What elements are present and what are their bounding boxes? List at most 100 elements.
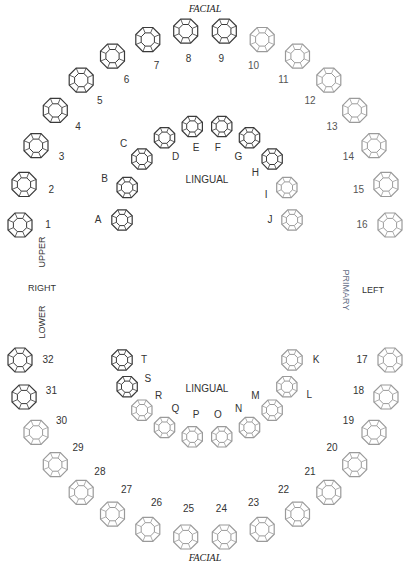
tooth-number: 20 (326, 443, 337, 453)
tooth-outline (277, 177, 297, 197)
tooth-outline (343, 453, 367, 477)
tooth-letter: J (268, 215, 273, 225)
tooth-number: 2 (49, 185, 55, 195)
tooth-number: 24 (216, 504, 227, 514)
tooth-number: 25 (183, 504, 194, 514)
tooth-outline (286, 502, 310, 526)
tooth-outline (101, 44, 125, 68)
tooth-outline (262, 400, 282, 420)
tooth-letter: N (235, 404, 242, 414)
tooth-outline (43, 453, 67, 477)
tooth-outline (154, 417, 174, 437)
tooth-outline (378, 348, 402, 372)
tooth-number: 31 (46, 386, 57, 396)
tooth-number: 28 (94, 467, 105, 477)
tooth-outline (69, 480, 93, 504)
tooth-outline (117, 177, 137, 197)
tooth-outline (24, 420, 48, 444)
tooth-letter: E (193, 143, 200, 153)
tooth-outline (174, 19, 198, 43)
tooth-outline (374, 172, 398, 196)
tooth-outline (212, 19, 236, 43)
tooth-outline (250, 28, 274, 52)
tooth-letter: Q (172, 404, 180, 414)
tooth-outline (362, 134, 386, 158)
tooth-outline (239, 417, 259, 437)
tooth-number: 8 (186, 54, 192, 64)
tooth-outline (277, 377, 297, 397)
tooth-letter: C (120, 139, 127, 149)
tooth-number: 29 (72, 443, 83, 453)
tooth-outline (317, 68, 341, 92)
tooth-number: 23 (248, 498, 259, 508)
tooth-outline (112, 210, 132, 230)
tooth-number: 12 (305, 96, 316, 106)
tooth-outline (154, 128, 174, 148)
tooth-outline (12, 172, 36, 196)
tooth-outline (132, 400, 152, 420)
tooth-number: 19 (343, 416, 354, 426)
tooth-number: 13 (326, 122, 337, 132)
surface-label: FACIAL (189, 553, 222, 563)
tooth-outline (136, 28, 160, 52)
tooth-letter: D (172, 152, 179, 162)
tooth-letter: B (101, 174, 108, 184)
tooth-outline (374, 385, 398, 409)
tooth-outline (282, 350, 302, 370)
tooth-letter: P (193, 410, 200, 420)
tooth-outline (43, 98, 67, 122)
tooth-number: 6 (124, 75, 130, 85)
tooth-letter: L (307, 390, 313, 400)
tooth-outline (182, 116, 202, 136)
tooth-outline (101, 502, 125, 526)
surface-label: LINGUAL (186, 384, 229, 394)
tooth-outline (136, 517, 160, 541)
tooth-outline (250, 517, 274, 541)
tooth-number: 32 (42, 355, 53, 365)
tooth-number: 4 (75, 122, 81, 132)
arch-label: LOWER (38, 305, 47, 338)
tooth-outline (362, 420, 386, 444)
tooth-outline (8, 213, 32, 237)
tooth-number: 14 (343, 152, 354, 162)
tooth-outline (132, 149, 152, 169)
tooth-outline (12, 385, 36, 409)
tooth-number: 1 (45, 220, 51, 230)
tooth-outline (212, 116, 232, 136)
tooth-outline (212, 525, 236, 549)
tooth-outline (174, 525, 198, 549)
tooth-outline (8, 348, 32, 372)
tooth-outline (117, 377, 137, 397)
tooth-outline (112, 350, 132, 370)
arch-label: UPPER (38, 236, 47, 267)
tooth-letter: O (214, 410, 222, 420)
tooth-number: 21 (305, 467, 316, 477)
tooth-outline (262, 149, 282, 169)
tooth-number: 7 (154, 61, 160, 71)
tooth-number: 15 (353, 185, 364, 195)
tooth-letter: H (252, 168, 259, 178)
side-label: RIGHT (28, 284, 56, 293)
side-label: LEFT (362, 286, 384, 295)
surface-label: FACIAL (189, 4, 222, 14)
tooth-letter: F (215, 143, 221, 153)
tooth-letter: S (144, 374, 151, 384)
tooth-number: 10 (248, 61, 259, 71)
tooth-letter: I (265, 190, 268, 200)
tooth-number: 5 (97, 96, 103, 106)
tooth-number: 22 (278, 485, 289, 495)
tooth-number: 26 (151, 498, 162, 508)
tooth-number: 11 (278, 75, 288, 85)
tooth-letter: R (155, 391, 162, 401)
tooth-letter: K (313, 355, 320, 365)
tooth-number: 30 (56, 416, 67, 426)
tooth-letter: T (141, 355, 147, 365)
dentition-label: PRIMARY (341, 270, 350, 311)
tooth-outline (317, 480, 341, 504)
tooth-outline (282, 210, 302, 230)
surface-label: LINGUAL (186, 175, 229, 185)
tooth-outline (212, 427, 232, 447)
tooth-letter: A (95, 215, 102, 225)
tooth-outline (286, 44, 310, 68)
